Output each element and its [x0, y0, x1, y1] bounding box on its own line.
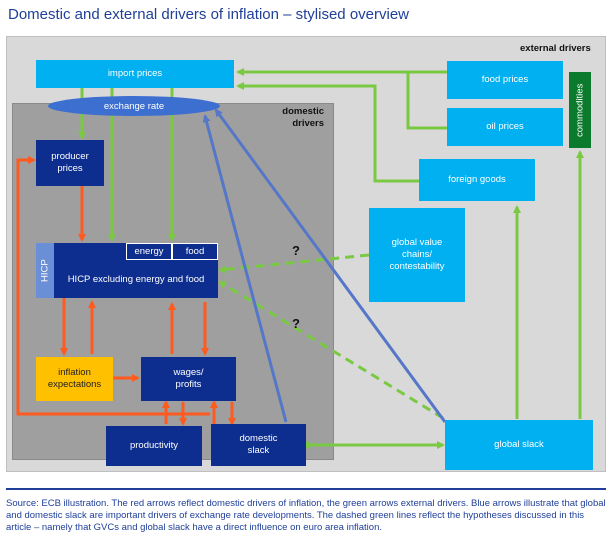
arrow-domestic-slack-to-exchange [202, 114, 288, 423]
question-mark-gvc: ? [292, 243, 300, 258]
gvc-line2: chains/ [401, 249, 433, 260]
arrow-foreign-to-import [236, 82, 419, 183]
arrow-loop-to-producer [16, 156, 210, 416]
food-prices-box: food prices [447, 61, 563, 99]
question-mark-global-slack: ? [292, 316, 300, 331]
commodities-box: commodities [569, 72, 591, 148]
hicp-tag: HICP [36, 243, 54, 298]
arrow-global-slack-to-exchange [214, 108, 447, 423]
wages-profits-line2: profits [175, 379, 202, 390]
import-prices-box: import prices [36, 60, 234, 88]
domestic-drivers-label: domestic drivers [270, 106, 324, 130]
energy-box: energy [126, 243, 172, 260]
page-title: Domestic and external drivers of inflati… [8, 6, 410, 23]
food-box: food [172, 243, 218, 260]
gvc-line3: contestability [389, 261, 445, 272]
wages-profits-line1: wages/ [173, 367, 204, 378]
producer-prices-line2: prices [57, 163, 83, 174]
foreign-goods-box: foreign goods [419, 159, 535, 201]
arrow-oil-to-import [406, 72, 447, 130]
oil-prices-box: oil prices [447, 108, 563, 146]
domestic-slack-line2: slack [247, 445, 270, 456]
productivity-box: productivity [106, 426, 202, 466]
hicp-excl-label: HICP excluding energy and food [67, 274, 205, 285]
domestic-slack-line1: domestic [239, 433, 278, 444]
global-slack-box: global slack [445, 420, 593, 470]
inflation-expectations-line1: inflation [58, 367, 91, 378]
hicp-box: energy food HICP excluding energy and fo… [54, 243, 218, 298]
exchange-rate-ellipse: exchange rate [48, 96, 220, 116]
external-drivers-label: external drivers [520, 43, 591, 54]
domestic-drivers-label-line2: drivers [292, 118, 324, 129]
footer-divider [6, 488, 606, 490]
wages-profits-box: wages/profits [141, 357, 236, 401]
dashed-global-slack-to-hicp [218, 280, 444, 420]
domestic-drivers-label-line1: domestic [282, 106, 324, 117]
source-note: Source: ECB illustration. The red arrows… [6, 498, 606, 533]
producer-prices-line1: producer [51, 151, 89, 162]
inflation-expectations-line2: expectations [47, 379, 102, 390]
gvc-line1: global value [391, 237, 443, 248]
